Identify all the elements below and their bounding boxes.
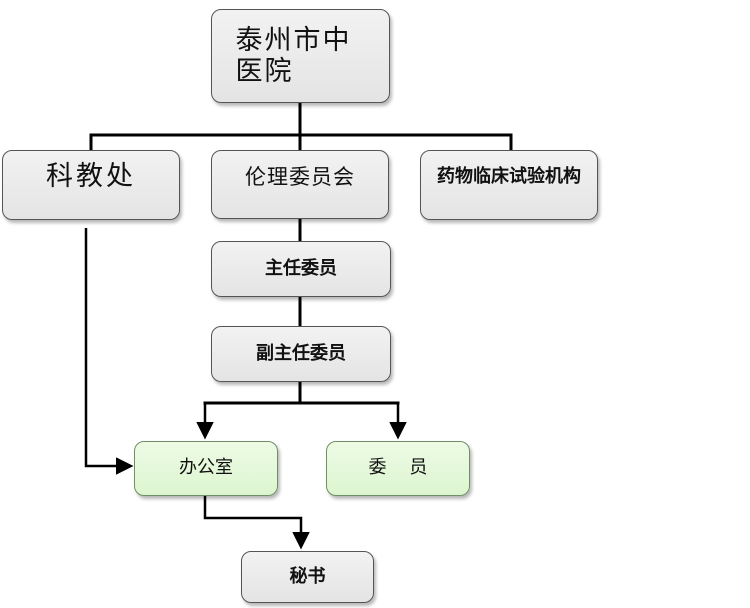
node-ethics-committee: 伦理委员会 — [211, 150, 389, 219]
node-vice-chair: 副主任委员 — [211, 326, 391, 382]
node-secretary: 秘书 — [241, 551, 374, 603]
node-chair-label: 主任委员 — [265, 257, 337, 279]
node-vice-chair-label: 副主任委员 — [256, 342, 346, 364]
node-science-education: 科教处 — [2, 150, 180, 220]
node-chair: 主任委员 — [211, 241, 391, 297]
node-office: 办公室 — [134, 441, 278, 496]
node-hospital: 泰州市中医院 — [211, 9, 390, 103]
node-hospital-label: 泰州市中医院 — [235, 24, 352, 87]
node-science-education-label: 科教处 — [46, 161, 136, 193]
arrow-office-to-secretary — [203, 496, 310, 550]
node-clinical-trial-institution-label: 药物临床试验机构 — [437, 165, 581, 187]
node-office-label: 办公室 — [179, 457, 233, 479]
node-member-label: 委 员 — [368, 457, 428, 479]
node-ethics-committee-label: 伦理委员会 — [245, 165, 355, 190]
node-clinical-trial-institution: 药物临床试验机构 — [420, 150, 598, 220]
node-member: 委 员 — [326, 441, 470, 496]
arrow-science-education-to-office — [84, 228, 134, 475]
node-secretary-label: 秘书 — [289, 565, 326, 587]
